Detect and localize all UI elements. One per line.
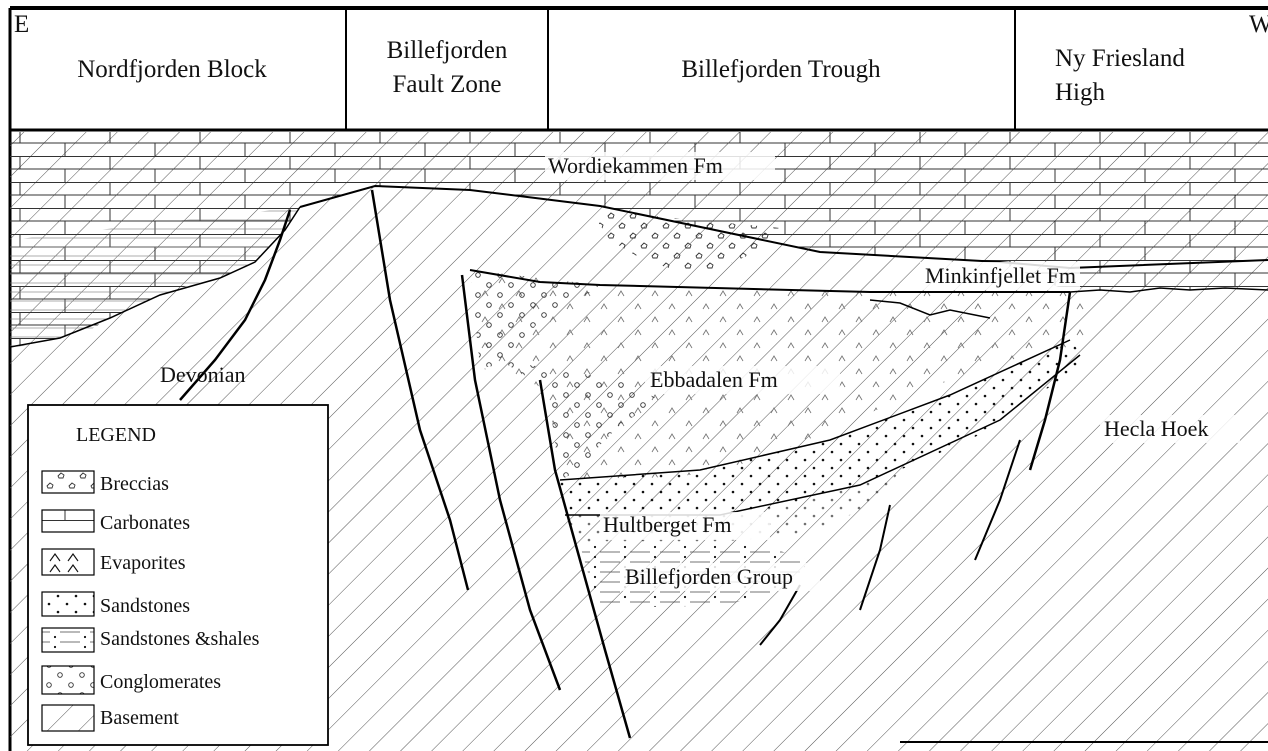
conglomerate-swatch-icon — [42, 666, 94, 694]
fault-zone-label-line2: Fault Zone — [392, 71, 501, 98]
nordfjorden-block-label: Nordfjorden Block — [77, 56, 267, 83]
legend-label-breccias: Breccias — [100, 473, 169, 495]
sandstone-swatch-icon — [42, 592, 94, 616]
breccia-swatch-icon — [42, 471, 94, 493]
legend-item-evaporites: Evaporites — [42, 549, 186, 575]
ny-friesland-label-line1: Ny Friesland — [1055, 45, 1185, 72]
legend-label-evaporites: Evaporites — [100, 552, 186, 574]
east-marker: E — [14, 11, 29, 38]
legend-label-carbonates: Carbonates — [100, 512, 190, 534]
legend-item-basement: Basement — [42, 705, 179, 731]
ebbadalen-fm-label: Ebbadalen Fm — [650, 367, 778, 392]
legend-box: LEGEND Breccias Carbonates Evaporites Sa… — [28, 405, 328, 745]
billefjorden-trough-label: Billefjorden Trough — [681, 56, 881, 83]
legend-item-conglomerates: Conglomerates — [42, 666, 221, 694]
billefjorden-group-label: Billefjorden Group — [625, 564, 793, 589]
legend-title: LEGEND — [76, 424, 156, 446]
legend-label-conglomerates: Conglomerates — [100, 671, 221, 693]
hultberget-fm-label: Hultberget Fm — [603, 512, 732, 537]
west-marker: W — [1249, 11, 1268, 38]
legend-item-breccias: Breccias — [42, 471, 169, 495]
ny-friesland-label-line2: High — [1055, 79, 1106, 106]
legend-item-sandstones: Sandstones — [42, 592, 190, 617]
wordiekammen-fm-label: Wordiekammen Fm — [548, 153, 723, 178]
legend-item-carbonates: Carbonates — [42, 510, 190, 534]
fault-zone-label-line1: Billefjorden — [387, 37, 508, 64]
legend-label-sandstones-shales: Sandstones &shales — [100, 628, 260, 650]
basement-swatch-icon — [42, 705, 94, 731]
carbonate-swatch-icon — [42, 510, 94, 532]
legend-item-sandstones-shales: Sandstones &shales — [42, 628, 260, 652]
minkinfjellet-fm-label: Minkinfjellet Fm — [925, 263, 1076, 288]
devonian-label: Devonian — [160, 362, 246, 387]
legend-label-sandstones: Sandstones — [100, 595, 190, 617]
legend-label-basement: Basement — [100, 707, 179, 729]
sandshale-swatch-icon — [42, 628, 94, 652]
hecla-hoek-label: Hecla Hoek — [1104, 416, 1208, 441]
